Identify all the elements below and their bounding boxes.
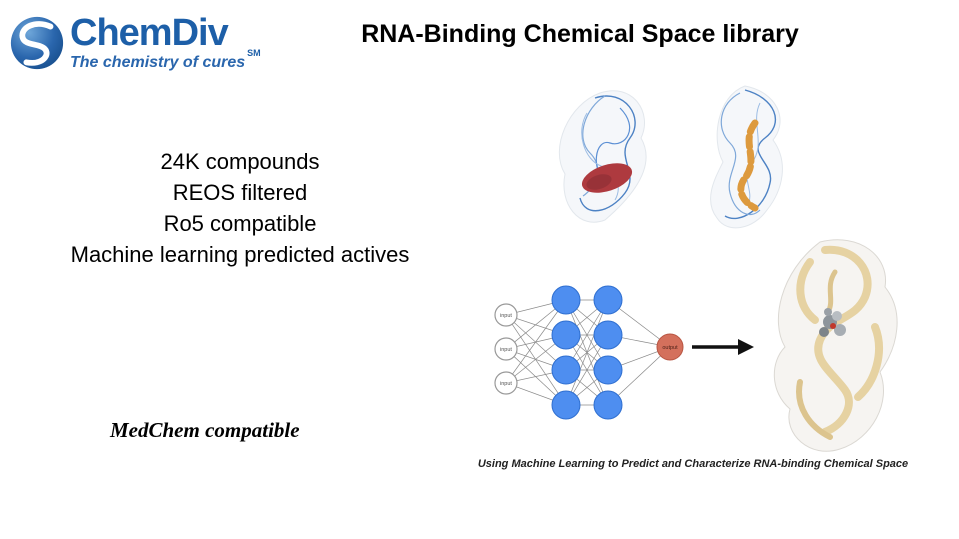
nn-input-label: input	[500, 313, 512, 319]
bullet-line: 24K compounds	[160, 149, 320, 174]
medchem-note: MedChem compatible	[110, 418, 300, 442]
rna-structure-left	[558, 90, 647, 223]
bullet-line: Machine learning predicted actives	[70, 242, 410, 267]
rna-structures-figure	[558, 85, 783, 229]
logo-name: ChemDiv	[70, 12, 229, 54]
chemdiv-logo: ChemDiv The chemistry of cures SM	[8, 12, 261, 72]
logo-sm-mark: SM	[247, 47, 261, 58]
ligand-orange	[737, 119, 759, 212]
logo-tagline: The chemistry of cures	[70, 53, 246, 71]
rna-structure-right	[710, 85, 783, 229]
nn-output-node: output	[656, 333, 684, 361]
nn-connections	[505, 299, 671, 406]
arrow-right-icon	[692, 339, 754, 355]
chemdiv-logo-icon	[10, 16, 64, 70]
nn-hidden-nodes	[551, 285, 623, 420]
chemdiv-logo-text: ChemDiv The chemistry of cures SM	[70, 12, 261, 71]
bullet-line: REOS filtered	[172, 180, 308, 205]
nn-input-label: input	[500, 381, 512, 387]
bullet-line: Ro5 compatible	[163, 211, 317, 236]
ml-prediction-figure: input input input output	[494, 239, 898, 452]
nn-output-label: output	[662, 345, 678, 351]
ligand-spheres	[819, 308, 846, 337]
slide-title: RNA-Binding Chemical Space library	[361, 20, 799, 48]
rna-target-structure	[773, 239, 898, 452]
figure-caption: Using Machine Learning to Predict and Ch…	[477, 458, 909, 470]
nn-input-label: input	[500, 347, 512, 353]
nn-input-nodes: input input input	[494, 303, 518, 395]
bullet-text-block: 24K compounds REOS filtered Ro5 compatib…	[55, 146, 425, 270]
